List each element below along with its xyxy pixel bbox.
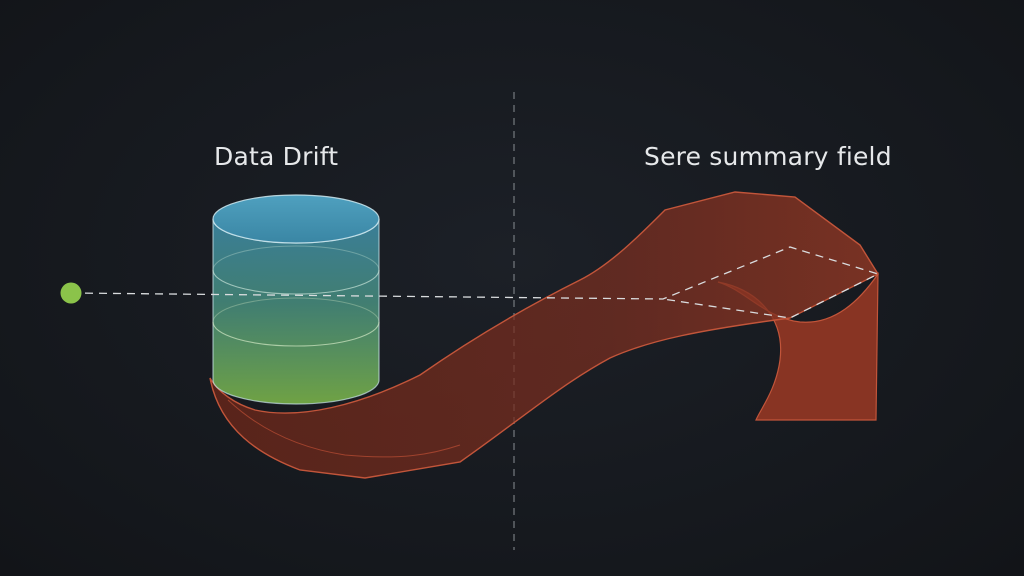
dashed-connector (70, 246, 880, 319)
summary-field-label: Sere summary field (644, 142, 892, 171)
cylinder-ring-back-1 (212, 245, 380, 271)
start-node-icon (60, 282, 82, 304)
database-cylinder-icon (212, 194, 380, 405)
cylinder-ring-1 (212, 269, 380, 295)
ribbon-sweep (209, 191, 879, 479)
cylinder-ring-back-2 (212, 297, 380, 323)
cylinder-body (212, 218, 380, 405)
ribbon-edge (227, 399, 461, 458)
data-drift-label: Data Drift (214, 142, 339, 171)
ribbon-surface (209, 191, 879, 479)
cylinder-top (212, 194, 380, 244)
cylinder-ring-2 (212, 321, 380, 347)
